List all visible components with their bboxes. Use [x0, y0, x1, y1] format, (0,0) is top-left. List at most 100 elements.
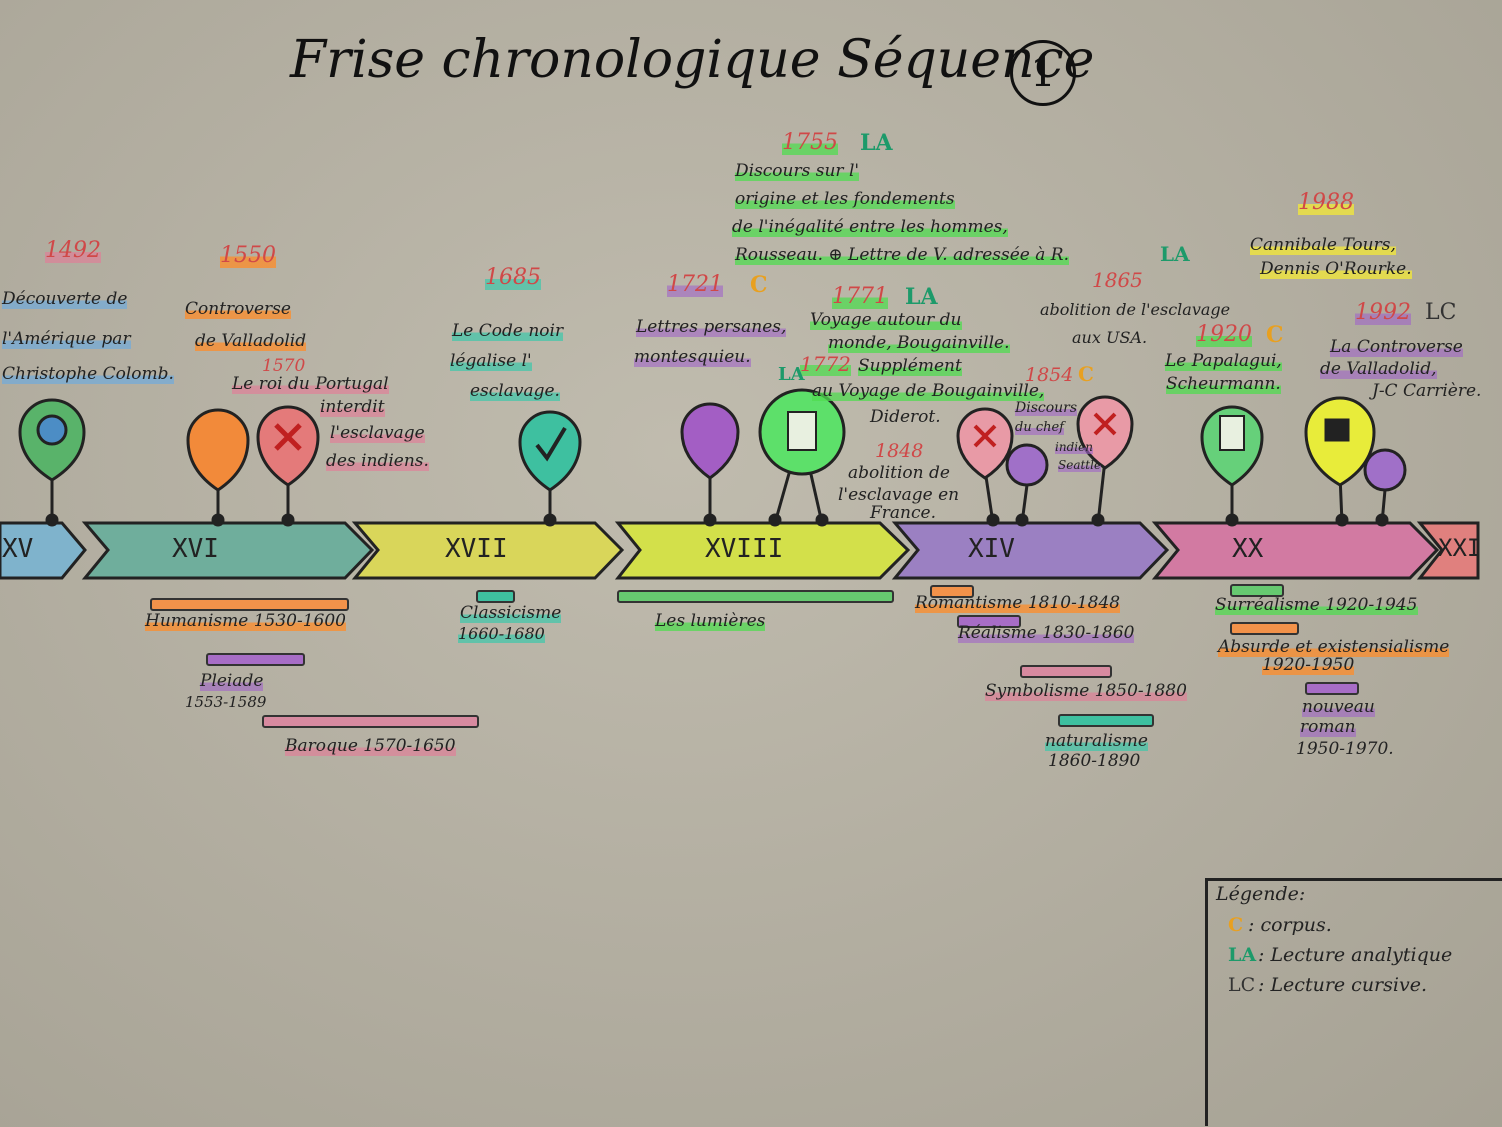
corpus-marker: C	[750, 272, 768, 298]
event-year-1771: 1771	[832, 284, 888, 309]
page-title: Frise chronologique Séquence	[290, 30, 1095, 90]
movement-baroque: Baroque 1570-1650	[285, 736, 456, 756]
legend-title: Légende:	[1216, 883, 1306, 905]
century-label: XX	[1232, 534, 1264, 564]
event-text-1771: monde, Bougainville.	[828, 333, 1010, 353]
movement-bar-nouveau-roman	[1305, 682, 1359, 695]
event-text-1772: au Voyage de Bougainville,	[812, 381, 1045, 401]
movement-pleiade: 1553-1589	[185, 693, 267, 711]
lecture-cursive-marker: LC	[1425, 300, 1457, 325]
movement-surrealisme: Surréalisme 1920-1945	[1215, 595, 1418, 615]
pin-1920	[1200, 405, 1264, 527]
event-text-1550: de Valladolid	[195, 331, 307, 351]
pin-1854	[1005, 443, 1049, 527]
event-text-1854: Discours	[1015, 400, 1078, 416]
event-text-1854: du chef	[1015, 420, 1064, 435]
century-label: XV	[2, 534, 34, 564]
event-text-1570: des indiens.	[326, 451, 429, 471]
movement-romantisme: Romantisme 1810-1848	[915, 593, 1121, 613]
event-text-1848: abolition de	[848, 463, 950, 483]
event-text-1721: montesquieu.	[634, 347, 751, 367]
event-text-1492: l'Amérique par	[2, 329, 131, 349]
century-arrow-xxi	[1416, 521, 1480, 580]
legend-box: Légende: C : corpus. LA : Lecture analyt…	[1205, 878, 1502, 1126]
century-label: XIV	[968, 534, 1015, 564]
event-text-1492: Christophe Colomb.	[2, 364, 174, 384]
movement-classicisme: Classicisme	[460, 603, 562, 623]
legend-key-c: C	[1228, 914, 1244, 936]
movement-bar-humanisme	[150, 598, 349, 611]
movement-nouveau-roman: nouveau	[1302, 697, 1375, 717]
event-text-1492: Découverte de	[2, 289, 128, 309]
event-text-1848: France.	[870, 503, 936, 523]
movement-realisme: Réalisme 1830-1860	[958, 623, 1135, 643]
event-text-1865: aux USA.	[1072, 328, 1148, 347]
legend-text-la: : Lecture analytique	[1258, 944, 1453, 966]
lecture-analytique-marker: LA	[905, 284, 938, 310]
pin-1550	[186, 408, 250, 527]
event-year-1988: 1988	[1298, 190, 1354, 215]
movement-absurde: 1920-1950	[1262, 655, 1355, 675]
movement-nouveau-roman: roman	[1300, 717, 1356, 737]
century-arrow-xvi	[81, 521, 375, 580]
movement-humanisme: Humanisme 1530-1600	[145, 611, 346, 631]
pin-1848	[956, 407, 1014, 527]
event-text-1550: Controverse	[185, 299, 291, 319]
event-text-1848: l'esclavage en	[838, 485, 960, 505]
event-text-1865: abolition de l'esclavage	[1040, 300, 1231, 319]
century-label: XVII	[445, 534, 508, 564]
movement-naturalisme: 1860-1890	[1048, 751, 1141, 771]
event-text-1685: légalise l'	[450, 351, 532, 371]
event-year-1992: 1992	[1355, 300, 1411, 325]
event-text-1755: origine et les fondements	[735, 189, 955, 209]
century-label: XVIII	[705, 534, 784, 564]
pin-1570	[256, 405, 320, 527]
century-arrow-xx	[1151, 521, 1440, 580]
event-text-1685: esclavage.	[470, 381, 560, 401]
century-label: XXI	[1438, 534, 1482, 562]
event-year-1848: 1848	[875, 440, 924, 462]
event-year-1550: 1550	[220, 243, 276, 268]
corpus-marker: C	[1266, 322, 1284, 348]
pin-1992	[1363, 448, 1407, 527]
event-year-1920: 1920	[1196, 322, 1252, 347]
event-text-1772: Diderot.	[870, 407, 941, 427]
event-year-1854: 1854	[1025, 364, 1074, 386]
event-year-1492: 1492	[45, 238, 101, 263]
event-text-1992: J-C Carrière.	[1372, 381, 1482, 401]
event-text-1570: l'esclavage	[330, 423, 425, 443]
legend-key-lc: LC	[1228, 974, 1256, 996]
event-year-1721: 1721	[667, 272, 723, 297]
event-text-1772: Supplément	[858, 356, 962, 376]
event-text-1988: Cannibale Tours,	[1250, 235, 1396, 255]
movement-pleiade: Pleiade	[200, 671, 264, 691]
event-text-1570: interdit	[320, 397, 385, 417]
event-year-1865: 1865	[1092, 268, 1143, 292]
century-arrow-xvii	[351, 521, 625, 580]
century-label: XVI	[172, 534, 219, 564]
event-year-1772: 1772	[800, 352, 851, 376]
movement-bar-lumieres	[617, 590, 894, 603]
movement-bar-pleiade	[206, 653, 305, 666]
event-text-1854: Seattle	[1058, 458, 1102, 472]
event-text-1685: Le Code noir	[452, 321, 564, 341]
event-text-1755: Rousseau. ⊕ Lettre de V. adressée à R.	[735, 245, 1070, 265]
movement-lumieres: Les lumières	[655, 611, 766, 631]
legend-text-lc: : Lecture cursive.	[1258, 974, 1427, 996]
event-year-1685: 1685	[485, 265, 541, 290]
pin-1721	[680, 402, 740, 527]
event-text-1755: de l'inégalité entre les hommes,	[732, 217, 1008, 237]
lecture-analytique-marker: LA	[1160, 242, 1190, 266]
movement-bar-baroque	[262, 715, 479, 728]
movement-absurde: Absurde et existensialisme	[1218, 637, 1450, 657]
pin-1685	[518, 410, 582, 527]
corpus-marker: C	[1078, 362, 1094, 386]
event-text-1721: Lettres persanes,	[636, 317, 787, 337]
lecture-analytique-marker: LA	[778, 364, 805, 385]
movement-bar-naturalisme	[1058, 714, 1154, 727]
movement-symbolisme: Symbolisme 1850-1880	[985, 681, 1187, 701]
event-text-1570: Le roi du Portugal	[232, 374, 389, 394]
movement-naturalisme: naturalisme	[1045, 731, 1148, 751]
event-text-1771: Voyage autour du	[810, 310, 962, 330]
event-text-1992: La Controverse	[1330, 337, 1463, 357]
